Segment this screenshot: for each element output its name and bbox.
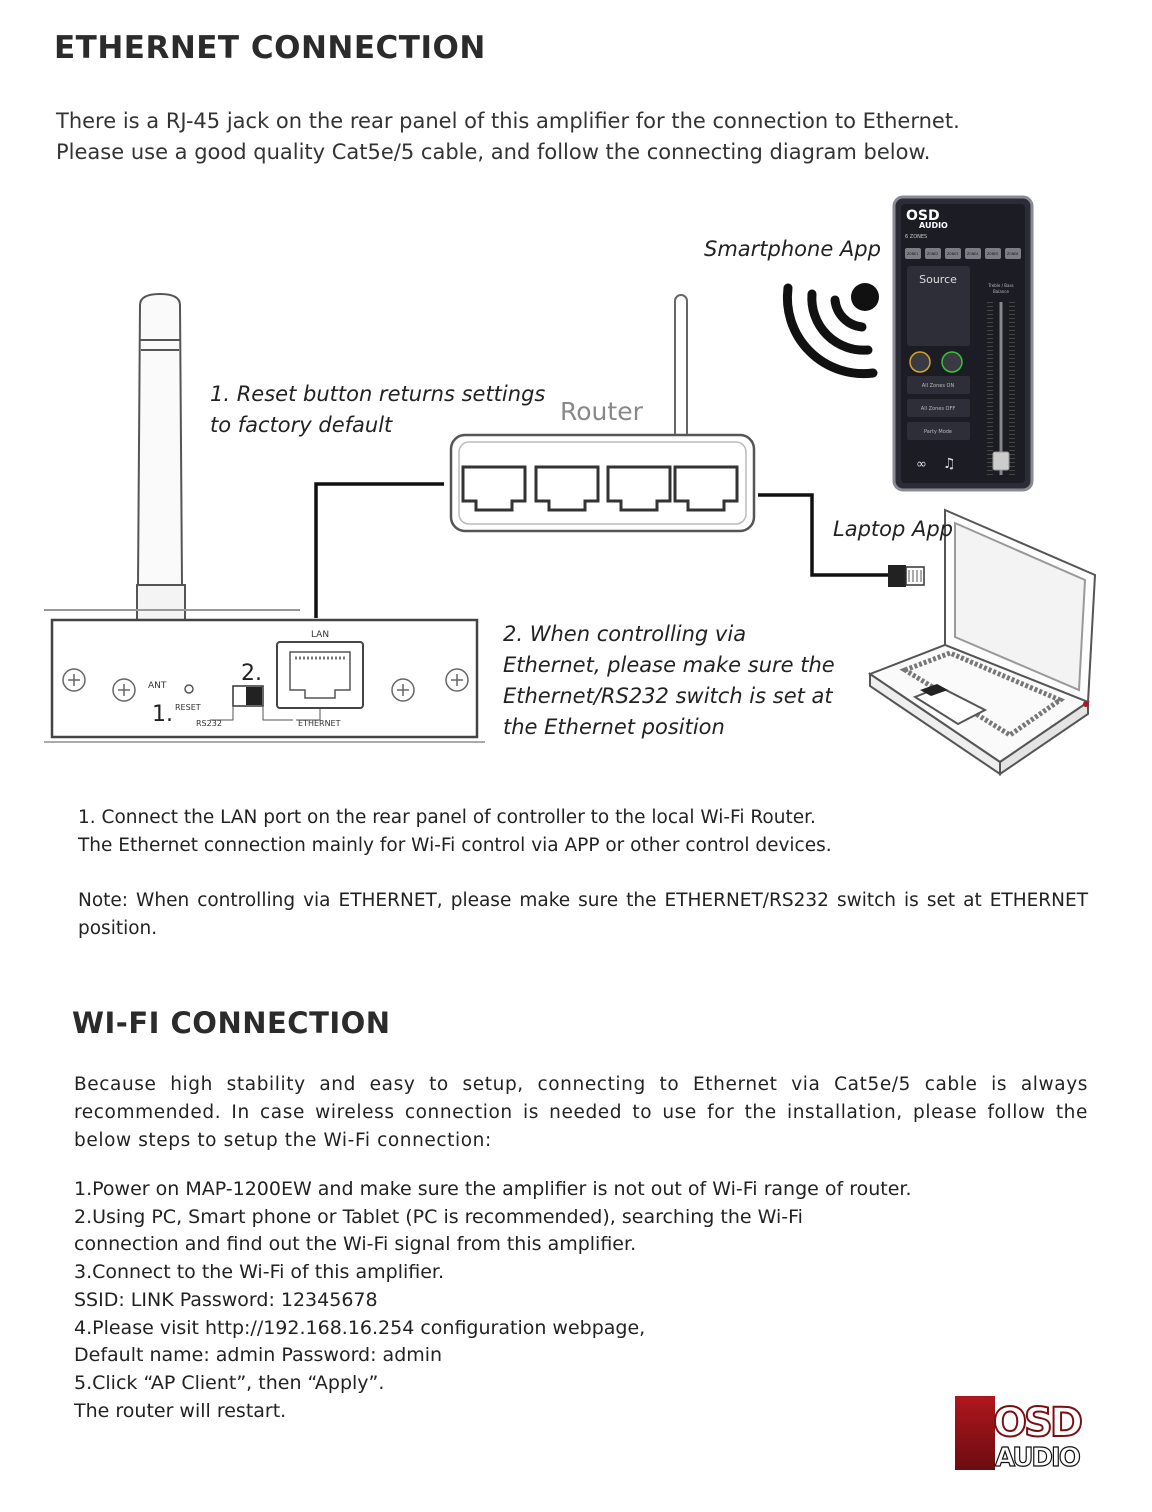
- rj45-plug: [888, 565, 925, 587]
- wifi-heading: WI-FI CONNECTION: [72, 1006, 391, 1040]
- ethernet-intro-line: There is a RJ-45 jack on the rear panel …: [56, 109, 960, 133]
- router: Router: [449, 294, 756, 533]
- wifi-steps: 1.Power on MAP-1200EW and make sure the …: [74, 1176, 1074, 1425]
- osd-audio-logo: OSD AUDIO: [955, 1396, 1086, 1470]
- reset-label: RESET: [175, 703, 201, 712]
- phone-brand-sub: AUDIO: [919, 221, 948, 230]
- reset-note-line: to factory default: [210, 413, 393, 437]
- link-icon: ∞: [916, 457, 927, 472]
- wifi-step: connection and find out the Wi-Fi signal…: [74, 1233, 637, 1256]
- logo-top: OSD: [993, 1400, 1082, 1446]
- wifi-step: 1.Power on MAP-1200EW and make sure the …: [74, 1178, 912, 1200]
- phone-zones-label: 6 ZONES: [905, 234, 927, 240]
- switch-note-line: Ethernet/RS232 switch is set at: [503, 684, 833, 708]
- wifi-step: 3.Connect to the Wi-Fi of this amplifier…: [74, 1261, 445, 1284]
- ethernet-cable: [314, 482, 444, 618]
- laptop: [867, 508, 1097, 776]
- connection-diagram: LAN ANT RESET RS232 ETHERNET 1. 2. Route…: [44, 195, 1097, 776]
- zone-button: ZONE4: [967, 252, 978, 256]
- ethernet-note: Note: When controlling via ETHERNET, ple…: [78, 890, 1088, 939]
- laptop-cable: [758, 493, 890, 577]
- smartphone: OSD AUDIO 6 ZONES ZONE1 ZONE2 ZONE3 ZONE…: [892, 195, 1034, 492]
- zone-button: ZONE3: [947, 252, 958, 256]
- amplifier-rear-panel: LAN ANT RESET RS232 ETHERNET 1. 2.: [44, 609, 485, 743]
- ethernet-intro: There is a RJ-45 jack on the rear panel …: [56, 106, 1116, 168]
- switch-note-line: Ethernet, please make sure the: [503, 653, 835, 677]
- switch-note-line: 2. When controlling via: [503, 622, 746, 646]
- ethernet-instructions: 1. Connect the LAN port on the rear pane…: [78, 804, 1088, 943]
- reset-note-line: 1. Reset button returns settings: [210, 382, 545, 406]
- antenna: [136, 292, 186, 674]
- wifi-step: The router will restart.: [74, 1399, 287, 1422]
- instruction-line: The Ethernet connection mainly for Wi-Fi…: [78, 835, 832, 856]
- phone-all-off: All Zones OFF: [921, 406, 956, 412]
- rs232-label: RS232: [196, 719, 222, 728]
- zone-button: ZONE6: [1007, 252, 1018, 256]
- wifi-intro: Because high stability and easy to setup…: [74, 1074, 1088, 1151]
- lan-label: LAN: [311, 630, 329, 640]
- wifi-step: SSID: LINK Password: 12345678: [74, 1288, 378, 1311]
- zone-button: ZONE2: [927, 252, 938, 256]
- phone-balance: Balance: [993, 289, 1009, 294]
- ethernet-intro-line: Please use a good quality Cat5e/5 cable,…: [56, 140, 931, 164]
- switch-note-line: the Ethernet position: [503, 715, 725, 739]
- zone-button: ZONE1: [907, 252, 918, 256]
- switch-marker: 2.: [241, 661, 262, 686]
- smartphone-app-label: Smartphone App: [704, 237, 881, 261]
- wifi-step: 2.Using PC, Smart phone or Tablet (PC is…: [74, 1205, 803, 1228]
- logo-bottom: AUDIO: [995, 1443, 1080, 1470]
- router-label: Router: [560, 397, 644, 426]
- ethernet-switch-label: ETHERNET: [298, 719, 341, 728]
- phone-treble: Treble / Bass: [987, 283, 1013, 288]
- phone-source: Source: [919, 273, 957, 286]
- laptop-app-label: Laptop App: [833, 517, 953, 541]
- wifi-signal-icon: [782, 283, 879, 379]
- instruction-line: 1. Connect the LAN port on the rear pane…: [78, 807, 816, 828]
- phone-all-on: All Zones ON: [922, 383, 955, 389]
- wifi-step: Default name: admin Password: admin: [74, 1344, 443, 1367]
- wifi-step: 4.Please visit http://192.168.16.254 con…: [74, 1316, 646, 1339]
- ethernet-heading: ETHERNET CONNECTION: [54, 30, 486, 66]
- phone-party: Party Mode: [924, 429, 952, 435]
- music-icon: ♫: [943, 456, 956, 472]
- zone-button: ZONE5: [987, 252, 998, 256]
- ant-label: ANT: [148, 681, 167, 691]
- reset-marker: 1.: [152, 702, 173, 727]
- phone-brand: OSD: [906, 208, 940, 224]
- wifi-step: 5.Click “AP Client”, then “Apply”.: [74, 1371, 385, 1394]
